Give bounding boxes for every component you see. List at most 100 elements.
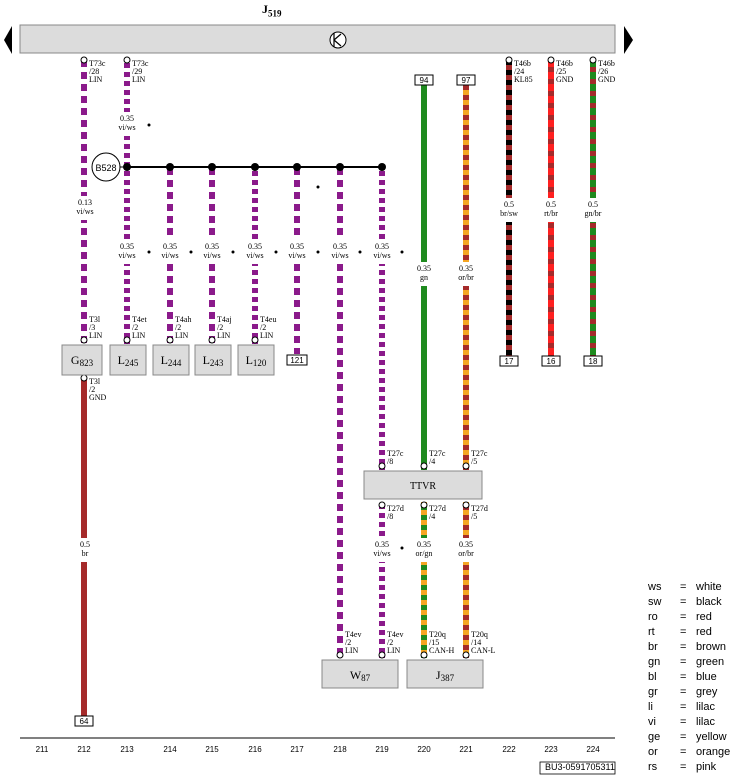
splice-b528 bbox=[91, 152, 121, 182]
legend-row: sw=black bbox=[648, 595, 730, 610]
terminal-box-17 bbox=[499, 355, 519, 367]
terminal-16: 16 bbox=[547, 357, 556, 366]
legend-code: ro bbox=[648, 611, 658, 623]
module-boxes bbox=[61, 344, 484, 689]
module-box-ttvr bbox=[363, 470, 483, 500]
module-box-l244 bbox=[152, 344, 190, 376]
legend-color: brown bbox=[696, 641, 726, 653]
wire-213 bbox=[124, 62, 130, 344]
wires bbox=[81, 62, 596, 716]
legend-color: orange bbox=[696, 746, 731, 758]
terminal-box-121 bbox=[286, 354, 308, 366]
legend-code: gr bbox=[648, 686, 658, 698]
wire-221-lower bbox=[463, 502, 469, 658]
connector-t27d8: T27d/8 bbox=[387, 504, 404, 521]
legend-color: green bbox=[696, 656, 725, 668]
legend-row: ge=yellow bbox=[648, 730, 730, 745]
legend-code: ge bbox=[648, 731, 661, 743]
terminal-box-97 bbox=[456, 74, 476, 86]
legend-code: br bbox=[648, 641, 658, 653]
color-legend: ws=white sw=black ro=red rt=red br=brown… bbox=[648, 580, 730, 775]
legend-row: gr = grey bbox=[648, 685, 730, 700]
col-223: 223 bbox=[544, 745, 558, 754]
col-216: 216 bbox=[248, 745, 262, 754]
terminal-box-94 bbox=[414, 74, 434, 86]
legend-color: yellow bbox=[696, 731, 727, 743]
legend-code: vi bbox=[648, 716, 656, 728]
module-label-g823: G823 bbox=[71, 353, 94, 368]
terminal-97: 97 bbox=[462, 76, 471, 85]
col-218: 218 bbox=[333, 745, 347, 754]
module-label-l244: L244 bbox=[161, 353, 182, 368]
connector-t27d4: T27d/4 bbox=[429, 504, 446, 521]
legend-row: br=brown bbox=[648, 640, 730, 655]
terminal-18: 18 bbox=[589, 357, 598, 366]
legend-row: rt=red bbox=[648, 625, 730, 640]
module-label-l120: L120 bbox=[246, 353, 267, 368]
legend-equals: = bbox=[680, 686, 687, 698]
legend-equals: = bbox=[680, 656, 687, 668]
wire-219-lower bbox=[379, 502, 385, 658]
legend-equals: = bbox=[680, 611, 687, 623]
legend-color: blue bbox=[696, 671, 717, 683]
legend-color: pink bbox=[696, 761, 717, 773]
terminal-64: 64 bbox=[80, 717, 89, 726]
module-label-j387: J387 bbox=[436, 668, 455, 683]
wire-218 bbox=[337, 168, 343, 658]
module-box-l243 bbox=[194, 344, 232, 376]
legend-row: ws=white bbox=[648, 580, 730, 595]
terminal-box-64 bbox=[74, 715, 94, 727]
module-box-g823 bbox=[61, 344, 103, 376]
module-label-ttvr: TTVR bbox=[410, 481, 436, 492]
legend-row: vi=lilac bbox=[648, 715, 730, 730]
splice-label: B528 bbox=[95, 163, 116, 173]
legend-equals: = bbox=[680, 746, 687, 758]
legend-color: red bbox=[696, 626, 712, 638]
col-214: 214 bbox=[163, 745, 177, 754]
legend-row: rs=pink bbox=[648, 760, 730, 775]
module-box-l245 bbox=[109, 344, 147, 376]
col-221: 221 bbox=[459, 745, 473, 754]
legend-color: red bbox=[696, 611, 712, 623]
connector-t27d5: T27d/5 bbox=[471, 504, 488, 521]
legend-equals: = bbox=[680, 626, 687, 638]
legend-row: or=orange bbox=[648, 745, 730, 760]
terminal-121: 121 bbox=[290, 356, 304, 365]
legend-code: rs bbox=[648, 761, 658, 773]
module-label-l243: L243 bbox=[203, 353, 224, 368]
legend-color: grey bbox=[696, 686, 718, 698]
terminal-box-16 bbox=[541, 355, 561, 367]
col-222: 222 bbox=[502, 745, 516, 754]
legend-code: ws bbox=[648, 581, 662, 593]
col-219: 219 bbox=[375, 745, 389, 754]
wire-219-upper bbox=[379, 168, 385, 470]
legend-equals: = bbox=[680, 581, 687, 593]
legend-equals: = bbox=[680, 701, 687, 713]
col-220: 220 bbox=[417, 745, 431, 754]
col-213: 213 bbox=[120, 745, 134, 754]
